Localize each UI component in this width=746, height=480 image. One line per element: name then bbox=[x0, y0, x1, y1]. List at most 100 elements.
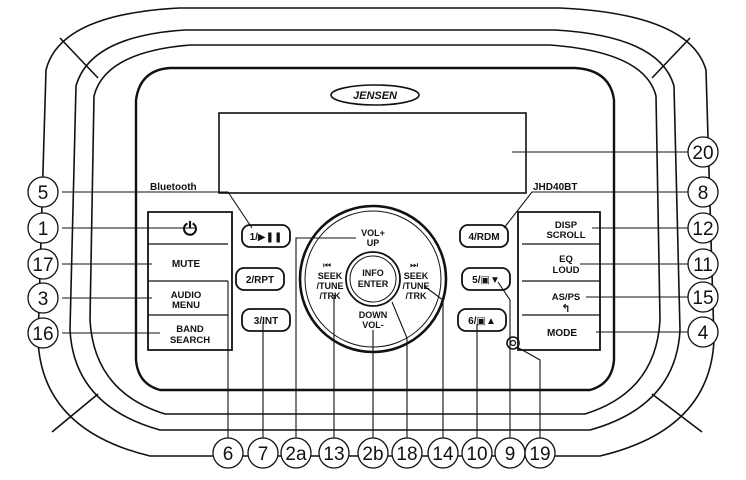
bevel-line bbox=[651, 37, 691, 79]
callout-11 bbox=[687, 248, 719, 280]
preset-4-label: 4/RDM bbox=[468, 232, 499, 243]
right-button-column bbox=[517, 211, 601, 351]
jog-dial[interactable] bbox=[298, 204, 448, 354]
preset-3-button-shape[interactable] bbox=[241, 308, 291, 332]
seek-left-line1[interactable]: SEEK bbox=[318, 271, 343, 281]
disp-scroll-button-line1[interactable]: DISP bbox=[555, 220, 578, 231]
inner-bezel-1 bbox=[69, 29, 681, 431]
band-search-button-line1[interactable]: BAND bbox=[176, 324, 204, 335]
disp-scroll-button-line2[interactable]: SCROLL bbox=[546, 230, 585, 241]
callout-18-text: 18 bbox=[396, 444, 417, 465]
callout-16 bbox=[27, 317, 59, 349]
seek-left-line2[interactable]: /TUNE bbox=[317, 281, 344, 291]
callout-1 bbox=[27, 212, 59, 244]
callout-15-text: 15 bbox=[692, 288, 713, 309]
callout-19-text: 19 bbox=[529, 444, 550, 465]
callout-15 bbox=[687, 281, 719, 313]
preset-2-label: 2/RPT bbox=[246, 275, 274, 286]
lcd-display bbox=[218, 112, 527, 194]
power-button[interactable]: ⏻ bbox=[183, 219, 198, 239]
callout-16-text: 16 bbox=[32, 324, 53, 345]
info-enter-line1: INFO bbox=[362, 268, 384, 278]
preset-1-label: 1/▶❚❚ bbox=[250, 232, 283, 243]
seek-right-line2[interactable]: /TUNE bbox=[403, 281, 430, 291]
bevel-line bbox=[59, 37, 99, 79]
callout-11-text: 11 bbox=[693, 255, 713, 276]
callout-19 bbox=[524, 437, 556, 469]
audio-menu-button-line2[interactable]: MENU bbox=[172, 300, 200, 311]
callout-3-text: 3 bbox=[38, 289, 49, 310]
preset-6-label: 6/▣▲ bbox=[468, 316, 496, 327]
mute-button[interactable]: MUTE bbox=[172, 259, 201, 270]
seek-forward-icon: ⏭ bbox=[410, 260, 418, 270]
seek-back-icon: ⏮ bbox=[323, 260, 331, 270]
seek-right-line1[interactable]: SEEK bbox=[404, 271, 429, 281]
info-enter-button[interactable] bbox=[345, 251, 401, 307]
callout-14 bbox=[427, 437, 459, 469]
callout-5-text: 5 bbox=[38, 183, 49, 204]
callout-2b bbox=[357, 437, 389, 469]
down-vol-line2[interactable]: VOL- bbox=[362, 320, 384, 330]
callout-17-text: 17 bbox=[32, 255, 53, 276]
preset-1-button-shape[interactable] bbox=[241, 224, 291, 248]
preset-6-button-shape[interactable] bbox=[457, 308, 507, 332]
leader-lines bbox=[62, 151, 688, 438]
face-panel bbox=[134, 66, 616, 392]
callout-7-text: 7 bbox=[258, 444, 269, 465]
band-search-button-line2[interactable]: SEARCH bbox=[170, 335, 210, 346]
vol-up-line2[interactable]: UP bbox=[367, 238, 380, 248]
seek-left-line3[interactable]: /TRK bbox=[320, 291, 341, 301]
seek-right-line3[interactable]: /TRK bbox=[406, 291, 427, 301]
callout-13-text: 13 bbox=[323, 444, 344, 465]
inner-bezel-2 bbox=[89, 44, 661, 415]
vol-up-line1[interactable]: VOL+ bbox=[361, 228, 385, 238]
callout-10 bbox=[461, 437, 493, 469]
preset-buttons bbox=[235, 224, 511, 332]
callout-2a-text: 2a bbox=[285, 444, 307, 465]
callout-13 bbox=[318, 437, 350, 469]
callout-6 bbox=[212, 437, 244, 469]
bevel-line bbox=[651, 393, 703, 433]
bluetooth-label: Bluetooth bbox=[150, 182, 197, 193]
eq-loud-button-line1[interactable]: EQ bbox=[559, 254, 573, 265]
callout-4-text: 4 bbox=[698, 323, 709, 344]
eq-loud-button-line2[interactable]: LOUD bbox=[553, 265, 580, 276]
callout-3 bbox=[27, 282, 59, 314]
callout-10-text: 10 bbox=[466, 444, 487, 465]
callout-numbers: 1 17 3 16 5 8 12 11 15 4 20 6 7 2a 13 2b… bbox=[32, 143, 713, 465]
callout-4 bbox=[687, 316, 719, 348]
callout-1-text: 1 bbox=[38, 219, 49, 240]
info-enter-line2: ENTER bbox=[358, 279, 389, 289]
as-ps-button[interactable]: AS/PS bbox=[552, 292, 581, 303]
brand-logo-text: JENSEN bbox=[353, 90, 398, 102]
left-button-column bbox=[147, 211, 233, 351]
housing bbox=[37, 7, 715, 457]
callout-7 bbox=[247, 437, 279, 469]
callout-5 bbox=[27, 176, 59, 208]
down-vol-line1[interactable]: DOWN bbox=[359, 310, 388, 320]
audio-menu-button-line1[interactable]: AUDIO bbox=[171, 290, 202, 301]
mode-button[interactable]: MODE bbox=[547, 328, 577, 339]
callout-17 bbox=[27, 248, 59, 280]
callout-18 bbox=[391, 437, 423, 469]
callout-20-text: 20 bbox=[692, 143, 713, 164]
preset-3-label: 3/INT bbox=[254, 316, 278, 327]
preset-2-button-shape[interactable] bbox=[235, 267, 285, 291]
callout-2a bbox=[280, 437, 312, 469]
model-label: JHD40BT bbox=[533, 182, 577, 193]
bevel-line bbox=[51, 393, 99, 433]
preset-5-label: 5/▣▼ bbox=[472, 275, 500, 286]
callout-12-text: 12 bbox=[692, 219, 713, 240]
outer-bezel bbox=[37, 7, 715, 457]
callout-6-text: 6 bbox=[223, 444, 234, 465]
preset-4-button-shape[interactable] bbox=[459, 224, 509, 248]
callout-20 bbox=[687, 136, 719, 168]
back-icon: ↰ bbox=[561, 303, 570, 315]
callouts bbox=[27, 136, 719, 469]
callout-8-text: 8 bbox=[698, 183, 709, 204]
preset-5-button-shape[interactable] bbox=[461, 267, 511, 291]
info-enter-ring bbox=[349, 255, 397, 303]
callout-8 bbox=[687, 176, 719, 208]
